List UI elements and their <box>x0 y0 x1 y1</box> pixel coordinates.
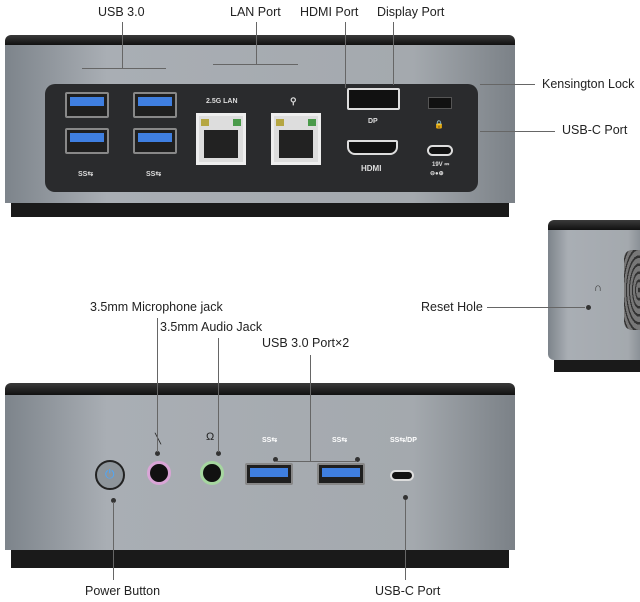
power-icon: ⏻ <box>105 467 115 481</box>
reset-icon: ∩ <box>594 282 602 294</box>
displayport <box>347 88 400 110</box>
power-button-label: Power Button <box>85 584 161 598</box>
front-device <box>5 383 515 568</box>
usb-c-dp-logo: SS⇆/DP <box>390 437 417 444</box>
side-device <box>548 220 640 372</box>
usb-logo: SS⇆ <box>262 437 278 444</box>
usb-c-port <box>390 470 414 481</box>
audio-jack <box>200 461 224 485</box>
kensington-slot <box>428 97 452 109</box>
usb-port <box>245 463 293 485</box>
dp-label: DP <box>368 118 378 125</box>
display-port-label: Display Port <box>377 5 445 19</box>
usb-port <box>133 92 177 118</box>
rear-port-panel <box>45 84 478 192</box>
reset-hole[interactable] <box>586 305 591 310</box>
usb-c-port-label: USB-C Port <box>375 584 441 598</box>
usb-logo: SS⇆ <box>78 171 94 178</box>
usb-3-label: USB 3.0 <box>98 5 145 19</box>
usb-logo: SS⇆ <box>146 171 162 178</box>
power-rating: 19V ⎓ <box>432 162 450 168</box>
ethernet-port <box>271 113 321 165</box>
lock-icon: 🔒 <box>434 120 444 129</box>
reset-hole-label: Reset Hole <box>421 300 483 314</box>
usb-ports-label: USB 3.0 Port×2 <box>262 336 350 350</box>
usb-logo: SS⇆ <box>332 437 348 444</box>
usb-c-port <box>427 145 453 156</box>
hdmi-port <box>347 140 398 155</box>
usb-port <box>65 128 109 154</box>
audio-jack-label: 3.5mm Audio Jack <box>160 320 263 334</box>
ethernet-port <box>196 113 246 165</box>
usb-port <box>317 463 365 485</box>
kensington-lock-label: Kensington Lock <box>542 77 635 91</box>
power-polarity-icon: ⊖●⊕ <box>430 171 444 177</box>
microphone-jack-label: 3.5mm Microphone jack <box>90 300 223 314</box>
usb-port <box>65 92 109 118</box>
mic-icon: ╲ <box>155 434 162 445</box>
lan-port-label: LAN Port <box>230 5 281 19</box>
power-button[interactable]: ⏻ <box>95 460 125 490</box>
hdmi-label: HDMI <box>361 164 382 173</box>
lan-2-5g-label: 2.5G LAN <box>206 98 238 105</box>
hdmi-port-label: HDMI Port <box>300 5 359 19</box>
usb-port <box>133 128 177 154</box>
microphone-jack <box>147 461 171 485</box>
usb-c-port-label: USB-C Port <box>562 123 628 137</box>
headphone-icon: Ω <box>206 431 215 443</box>
network-icon: ⚲ <box>290 96 297 106</box>
